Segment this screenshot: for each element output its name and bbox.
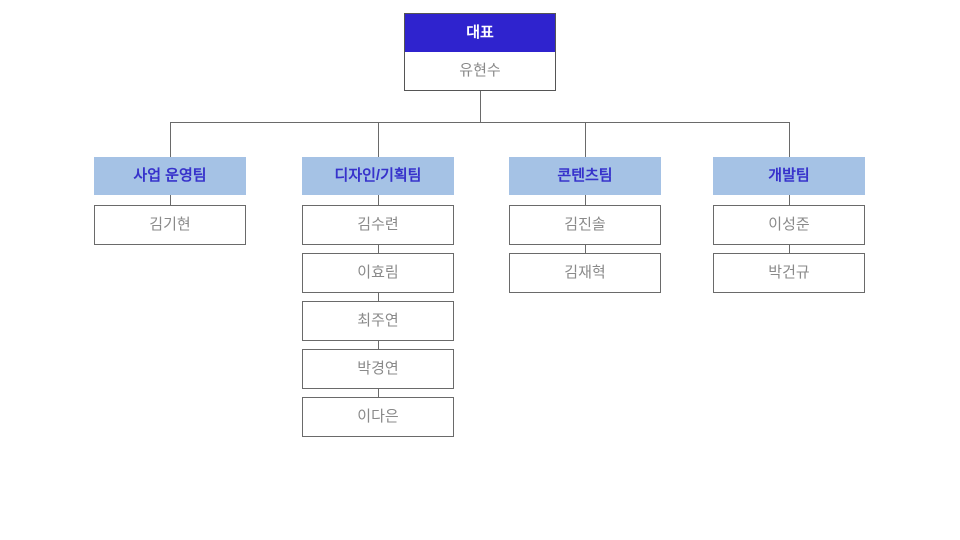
connector-crossbar bbox=[170, 122, 790, 123]
member-box: 이다은 bbox=[302, 397, 454, 437]
connector-trunk bbox=[480, 89, 481, 122]
member-box: 최주연 bbox=[302, 301, 454, 341]
member-box: 김기현 bbox=[94, 205, 246, 245]
ceo-name: 유현수 bbox=[405, 52, 555, 90]
connector-drop-team-2 bbox=[378, 122, 379, 157]
member-box: 김진솔 bbox=[509, 205, 661, 245]
team-header: 콘텐츠팀 bbox=[509, 157, 661, 195]
member-box: 박경연 bbox=[302, 349, 454, 389]
ceo-box: 대표 유현수 bbox=[404, 13, 556, 91]
member-box: 박건규 bbox=[713, 253, 865, 293]
team-header: 개발팀 bbox=[713, 157, 865, 195]
team-column-design-planning: 디자인/기획팀 김수련 이효림 최주연 박경연 이다은 bbox=[302, 157, 454, 437]
team-header: 디자인/기획팀 bbox=[302, 157, 454, 195]
connector-drop-team-3 bbox=[585, 122, 586, 157]
member-box: 이성준 bbox=[713, 205, 865, 245]
team-column-content: 콘텐츠팀 김진솔 김재혁 bbox=[509, 157, 661, 293]
connector-drop-team-4 bbox=[789, 122, 790, 157]
connector-drop-team-1 bbox=[170, 122, 171, 157]
team-column-development: 개발팀 이성준 박건규 bbox=[713, 157, 865, 293]
team-header: 사업 운영팀 bbox=[94, 157, 246, 195]
ceo-title: 대표 bbox=[405, 14, 555, 52]
team-column-business-ops: 사업 운영팀 김기현 bbox=[94, 157, 246, 245]
member-box: 김수련 bbox=[302, 205, 454, 245]
member-box: 이효림 bbox=[302, 253, 454, 293]
member-box: 김재혁 bbox=[509, 253, 661, 293]
